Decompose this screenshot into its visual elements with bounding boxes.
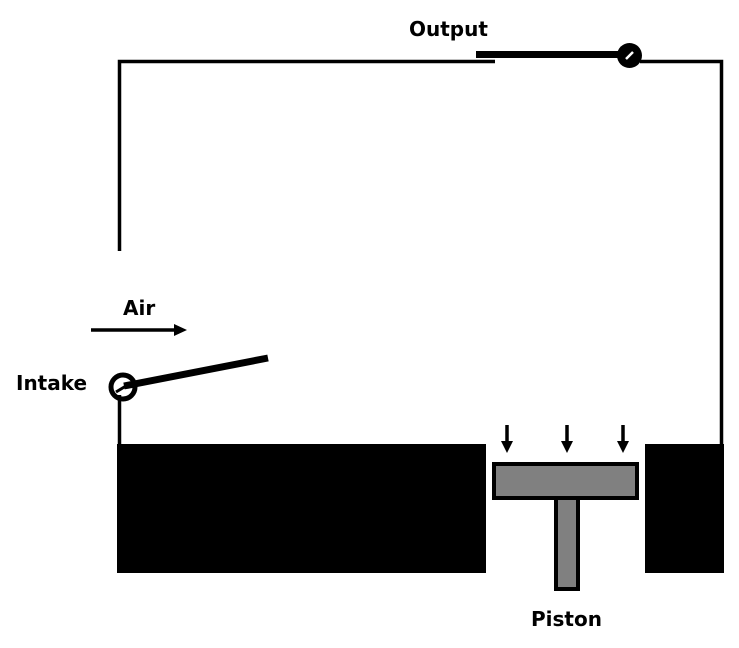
cylinder-block-right	[645, 444, 724, 573]
output-valve[interactable]	[476, 43, 642, 68]
pressure-arrow-icon	[501, 425, 513, 453]
duct-frame	[117, 59, 724, 445]
piston-rod[interactable]	[554, 496, 580, 591]
intake-valve[interactable]	[108, 354, 269, 402]
output-valve-hinge-mark	[625, 51, 634, 60]
piston-head[interactable]	[492, 462, 639, 500]
air-label: Air	[123, 296, 155, 320]
pressure-arrows	[501, 425, 629, 453]
piston[interactable]	[492, 462, 639, 591]
output-label: Output	[409, 17, 488, 41]
air-flow-arrow-icon	[91, 324, 187, 336]
pressure-arrow-icon	[561, 425, 573, 453]
cylinder-block-left	[117, 444, 486, 573]
piston-label: Piston	[531, 607, 602, 631]
intake-label: Intake	[16, 371, 87, 395]
duct-right-line	[640, 59, 724, 445]
intake-valve-hinge-mark	[115, 381, 132, 394]
intake-valve-hinge-icon	[108, 372, 138, 402]
duct-left-top-line	[117, 59, 495, 251]
intake-valve-flap[interactable]	[123, 354, 269, 390]
pressure-arrow-icon	[617, 425, 629, 453]
